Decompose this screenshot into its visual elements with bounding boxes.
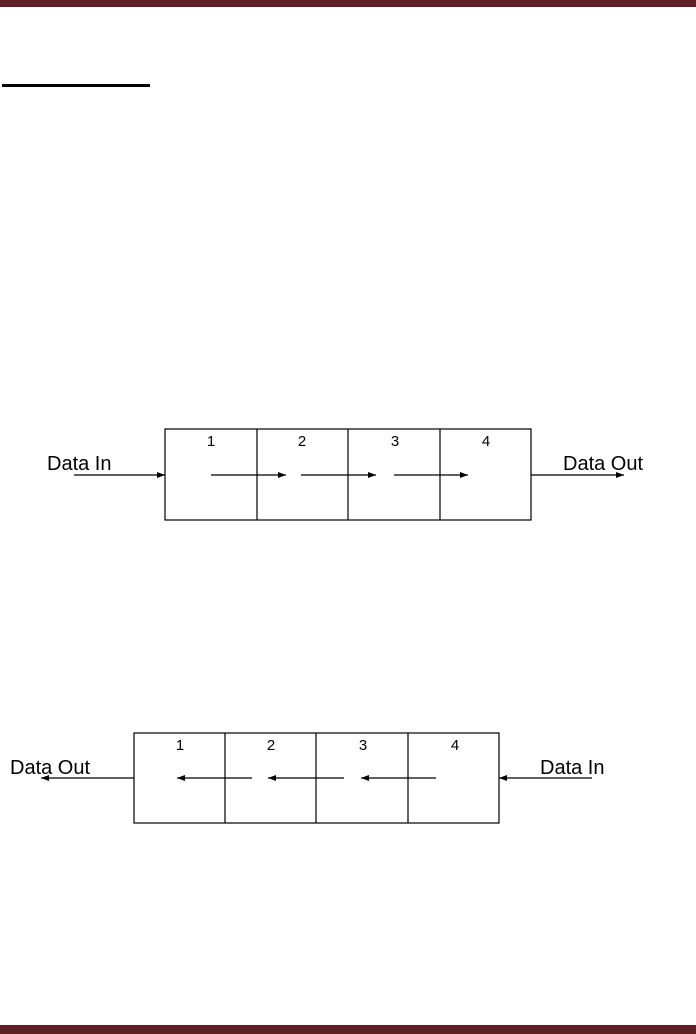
cell-label-4: 4: [482, 433, 490, 450]
footer-bar: [0, 1025, 696, 1034]
cell-label-4: 4: [451, 737, 459, 754]
cell-label-2: 2: [298, 433, 306, 450]
cell-label-3: 3: [359, 737, 367, 754]
cell-label-2: 2: [267, 737, 275, 754]
cell-label-1: 1: [207, 433, 215, 450]
cell-label-1: 1: [176, 737, 184, 754]
data-in-label: Data In: [47, 453, 111, 475]
data-in-label: Data In: [540, 757, 604, 779]
shift-right-register: 1 2 3 4 Data In Data Out: [47, 428, 643, 521]
heading-underline: [2, 84, 150, 87]
data-out-label: Data Out: [10, 757, 90, 779]
shift-left-register: 1 2 3 4 Data Out Data In: [10, 732, 604, 824]
data-out-label: Data Out: [563, 453, 643, 475]
cell-label-3: 3: [391, 433, 399, 450]
header-bar: [0, 0, 696, 7]
